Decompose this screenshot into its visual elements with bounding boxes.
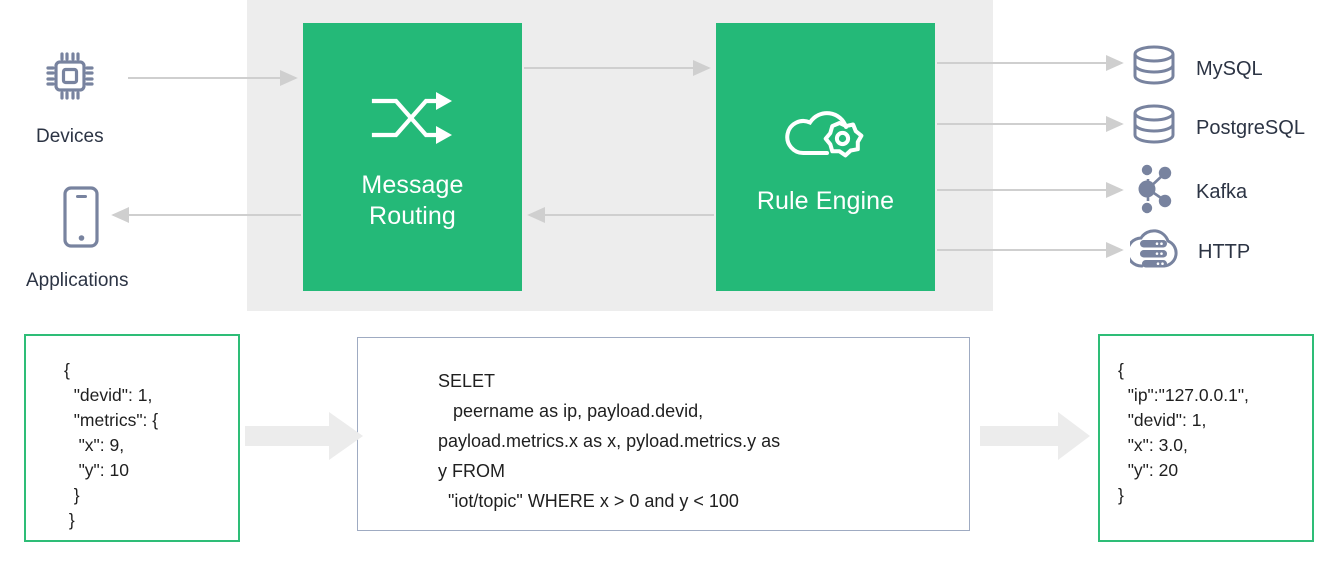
stage-box-message-routing[interactable]: Message Routing xyxy=(303,23,522,291)
node-label-http: HTTP xyxy=(1198,240,1251,263)
block-arrow-input-to-sql xyxy=(245,412,363,460)
input-payload-panel[interactable]: { "devid": 1, "metrics": { "x": 9, "y": … xyxy=(24,334,240,542)
node-mysql[interactable]: MySQL xyxy=(1130,44,1263,93)
stage-label-rule-engine: Rule Engine xyxy=(757,186,894,217)
node-kafka[interactable]: Kafka xyxy=(1130,163,1247,220)
node-applications[interactable]: Applications xyxy=(26,183,128,292)
stage-label-message-routing: Message Routing xyxy=(361,170,463,232)
node-graph-icon xyxy=(1130,163,1178,220)
stage-label-line2: Routing xyxy=(369,202,456,230)
mobile-phone-icon xyxy=(52,183,102,258)
node-postgresql[interactable]: PostgreSQL xyxy=(1130,103,1305,152)
node-label-kafka: Kafka xyxy=(1196,180,1248,203)
stage-label-line1: Message xyxy=(361,171,464,199)
chip-icon xyxy=(39,45,101,112)
node-label-mysql: MySQL xyxy=(1196,57,1263,80)
shuffle-arrows-icon xyxy=(367,82,459,156)
input-payload-code: { "devid": 1, "metrics": { "x": 9, "y": … xyxy=(64,360,159,530)
node-label-applications: Applications xyxy=(26,270,129,291)
node-http[interactable]: HTTP xyxy=(1126,225,1251,278)
stage-box-rule-engine[interactable]: Rule Engine xyxy=(716,23,935,291)
cloud-gear-icon xyxy=(780,98,872,172)
rule-sql-code: SELET peername as ip, payload.devid, pay… xyxy=(438,371,781,511)
database-cylinder-icon xyxy=(1130,44,1178,93)
stage-label-line1: Rule Engine xyxy=(756,186,895,215)
node-label-postgresql: PostgreSQL xyxy=(1196,116,1305,139)
block-arrow-sql-to-output xyxy=(980,412,1090,460)
node-devices[interactable]: Devices xyxy=(36,45,104,148)
cloud-server-icon xyxy=(1126,225,1180,278)
rule-sql-panel[interactable]: SELET peername as ip, payload.devid, pay… xyxy=(357,337,970,531)
node-label-devices: Devices xyxy=(36,126,104,147)
output-payload-code: { "ip":"127.0.0.1", "devid": 1, "x": 3.0… xyxy=(1118,360,1249,505)
output-payload-panel[interactable]: { "ip":"127.0.0.1", "devid": 1, "x": 3.0… xyxy=(1098,334,1314,542)
database-cylinder-icon xyxy=(1130,103,1178,152)
